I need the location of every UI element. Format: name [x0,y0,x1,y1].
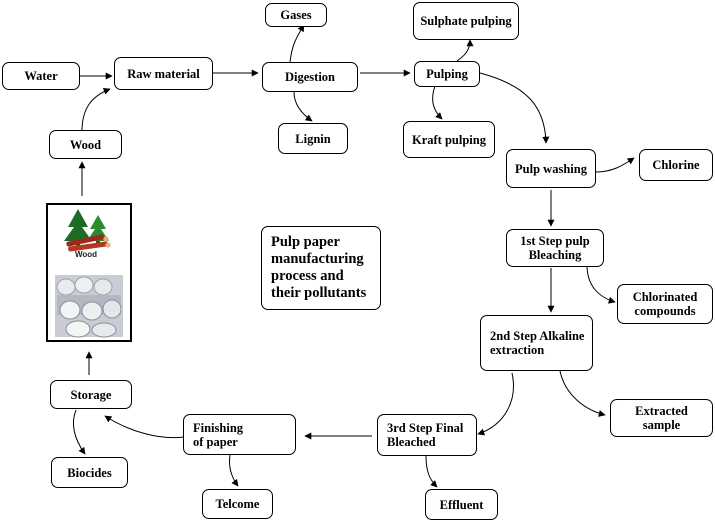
wood-illustration: Wood [55,209,123,338]
arrow-step2-to-step3 [477,372,514,436]
node-chlorinated-compounds: Chlorinated compounds [617,284,713,324]
node-step3-final: 3rd Step Final Bleached [377,414,477,456]
arrow-digestion-to-lignin [293,91,313,122]
node-finishing: Finishing of paper [183,414,296,455]
arrow-storage-to-biocides [72,409,86,455]
arrow-step3-to-effluent [425,455,438,488]
log-pile-icon [66,234,111,252]
wood-image: Wood [46,203,132,342]
node-water: Water [2,62,80,90]
node-raw-material: Raw material [114,57,213,90]
arrow-digestion-to-gases [289,24,305,63]
node-extracted-sample: Extracted sample [610,399,713,437]
node-sulphate-pulping: Sulphate pulping [413,2,519,40]
node-biocides: Biocides [51,457,128,488]
arrow-pulping-to-kraft [432,85,443,120]
arrow-pulping-to-washing [479,72,550,144]
arrow-step2-to-extracted [559,370,606,417]
node-gases: Gases [265,3,327,27]
node-storage: Storage [50,380,132,409]
paper-rolls-photo [55,275,123,338]
arrow-finishing-to-telcome [229,454,239,487]
diagram-title: Pulp paper manufacturing process and the… [261,226,381,310]
node-step1-bleaching: 1st Step pulp Bleaching [506,229,604,267]
node-pulping: Pulping [414,61,480,87]
node-kraft-pulping: Kraft pulping [403,121,495,158]
arrow-wood-to-raw [81,88,111,132]
node-chlorine: Chlorine [639,149,713,181]
node-step2-alkaline: 2nd Step Alkaline extraction [480,315,593,371]
node-wood: Wood [49,130,122,159]
node-lignin: Lignin [278,123,348,154]
arrow-pulping-to-sulphate [456,39,474,62]
arrow-step1-to-chlorinated [586,264,616,304]
image-label: Wood [75,250,97,259]
arrow-washing-to-chlorine [595,157,635,173]
node-digestion: Digestion [262,62,358,92]
node-telcome: Telcome [202,489,273,519]
node-effluent: Effluent [425,489,498,520]
arrow-finishing-to-storage [104,415,185,439]
node-pulp-washing: Pulp washing [506,149,596,188]
